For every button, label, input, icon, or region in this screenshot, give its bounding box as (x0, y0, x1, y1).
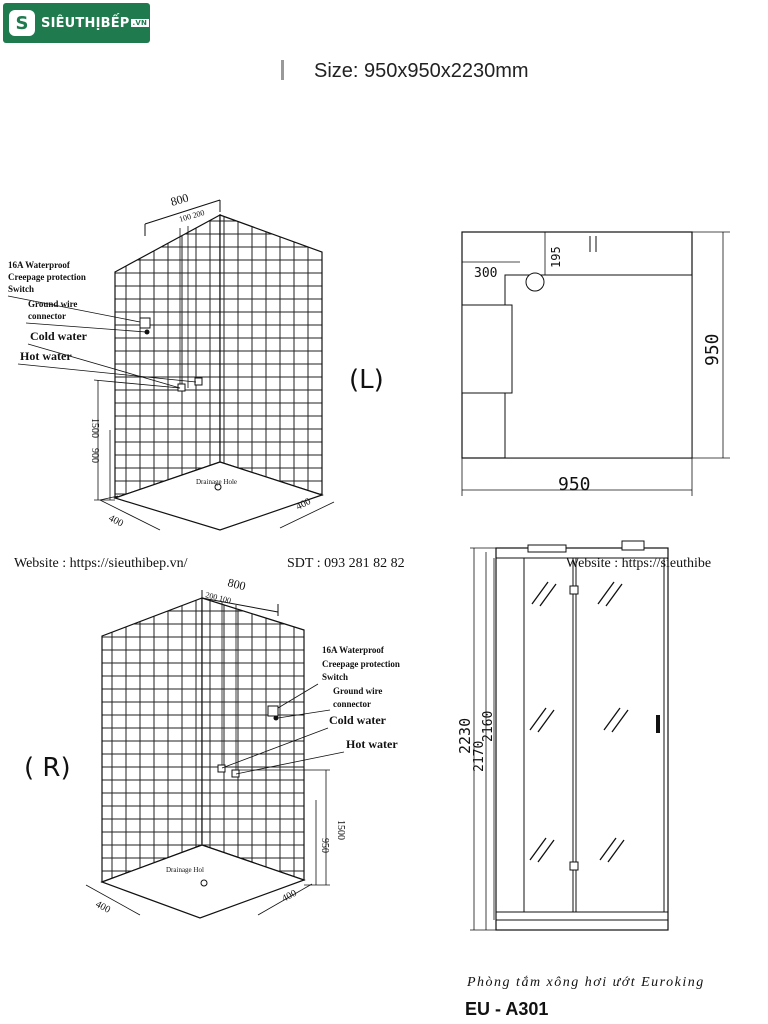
dim-line-800 (144, 199, 221, 225)
hot-water-label: Hot water (20, 349, 72, 363)
logo-brand: SIÊUTHỊBẾP (41, 15, 130, 31)
dim-800-r: 800 (226, 575, 247, 593)
logo-mark-icon: S (9, 10, 35, 36)
plan-dim-195: 195 (549, 246, 563, 268)
front-elevation: 2230 2170 2160 (456, 540, 669, 931)
tray-inner (504, 274, 693, 459)
hot-outlet-icon (194, 377, 203, 386)
drain-label: Drainage Hole (196, 478, 237, 486)
drainage-hole-r-icon (200, 879, 208, 887)
website-text-repeat[interactable]: Website : https://sieuthibe (566, 556, 712, 571)
dim-offsets: 100 200 (178, 208, 205, 224)
right-wall-tiles (219, 214, 323, 496)
switch-label-r-2: Creepage protection (322, 659, 400, 669)
switch-label-1: 16A Waterproof (8, 260, 71, 270)
right-corner-diagram: Drainage Hol 800 200 100 16A Waterproof … (85, 575, 400, 919)
plan-width: 950 (558, 474, 591, 495)
variant-label-r: ( R) (24, 753, 71, 783)
hinge-bottom-icon (569, 861, 579, 871)
door-handle-icon (656, 715, 660, 733)
top-unit-right (621, 540, 645, 551)
switch-label-2: Creepage protection (8, 272, 86, 282)
hinge-top-icon (569, 585, 579, 595)
ground-label-2: connector (28, 311, 66, 321)
drain-label-r: Drainage Hol (166, 866, 204, 874)
top-unit-left (527, 544, 567, 553)
dim-800: 800 (169, 190, 190, 208)
height-2170: 2170 (472, 741, 487, 772)
ground-connector-icon (144, 329, 150, 335)
right-wall-tiles-r (201, 597, 305, 881)
ground-label-r-2: connector (333, 699, 371, 709)
ground-connector-r-icon (273, 715, 279, 721)
seat-block (461, 304, 513, 394)
switch-box-r-icon (267, 705, 279, 717)
cold-water-label: Cold water (30, 329, 88, 343)
logo-suffix: .VN (130, 19, 150, 27)
height-2230: 2230 (456, 718, 474, 754)
height-1500-r: 1500 (335, 820, 346, 840)
phone-text: SDT : 093 281 82 82 (287, 556, 405, 571)
left-corner-diagram: Drainage Hole 800 100 200 16A Waterproof… (7, 190, 335, 531)
dim-line-800-r (201, 597, 279, 613)
cold-outlet-r-icon (217, 764, 226, 773)
ground-label-1: Ground wire (28, 299, 77, 309)
website-text[interactable]: Website : https://sieuthibep.vn/ (14, 556, 188, 571)
product-name: Phòng tắm xông hơi ướt Euroking (467, 975, 705, 990)
size-title: Size: 950x950x2230mm (314, 60, 529, 82)
floor-left-dim-r: 400 (94, 899, 112, 916)
hot-water-label-r: Hot water (346, 737, 398, 751)
ground-label-r-1: Ground wire (333, 686, 382, 696)
site-logo[interactable]: S SIÊUTHỊBẾP.VN (3, 3, 150, 43)
left-wall-tiles (114, 213, 221, 499)
drainage-hole-icon (214, 483, 222, 491)
model-code: EU - A301 (465, 999, 549, 1019)
height-1500: 1500 (89, 418, 100, 438)
height-950-r: 950 (319, 838, 330, 853)
switch-box-icon (139, 317, 151, 329)
floor-left-dim: 400 (107, 513, 125, 530)
switch-label-r-3: Switch (322, 672, 348, 682)
floor-outline (113, 461, 324, 531)
title-accent-bar (281, 60, 284, 80)
plan-view: 300 195 950 950 (461, 231, 730, 496)
floor-right-dim-r: 400 (280, 888, 298, 905)
cold-water-label-r: Cold water (329, 713, 387, 727)
left-wall-tiles-r (101, 597, 203, 883)
logo-text: SIÊUTHỊBẾP.VN (41, 15, 150, 31)
plan-depth: 950 (702, 333, 723, 366)
height-2160: 2160 (481, 711, 496, 742)
drain-circle-icon (525, 272, 545, 292)
switch-label-3: Switch (8, 284, 34, 294)
plan-dim-300: 300 (474, 266, 497, 281)
variant-label-l: (L) (349, 365, 384, 395)
switch-label-r-1: 16A Waterproof (322, 645, 385, 655)
glass-reflection-marks (529, 581, 629, 863)
height-900: 900 (89, 448, 100, 463)
